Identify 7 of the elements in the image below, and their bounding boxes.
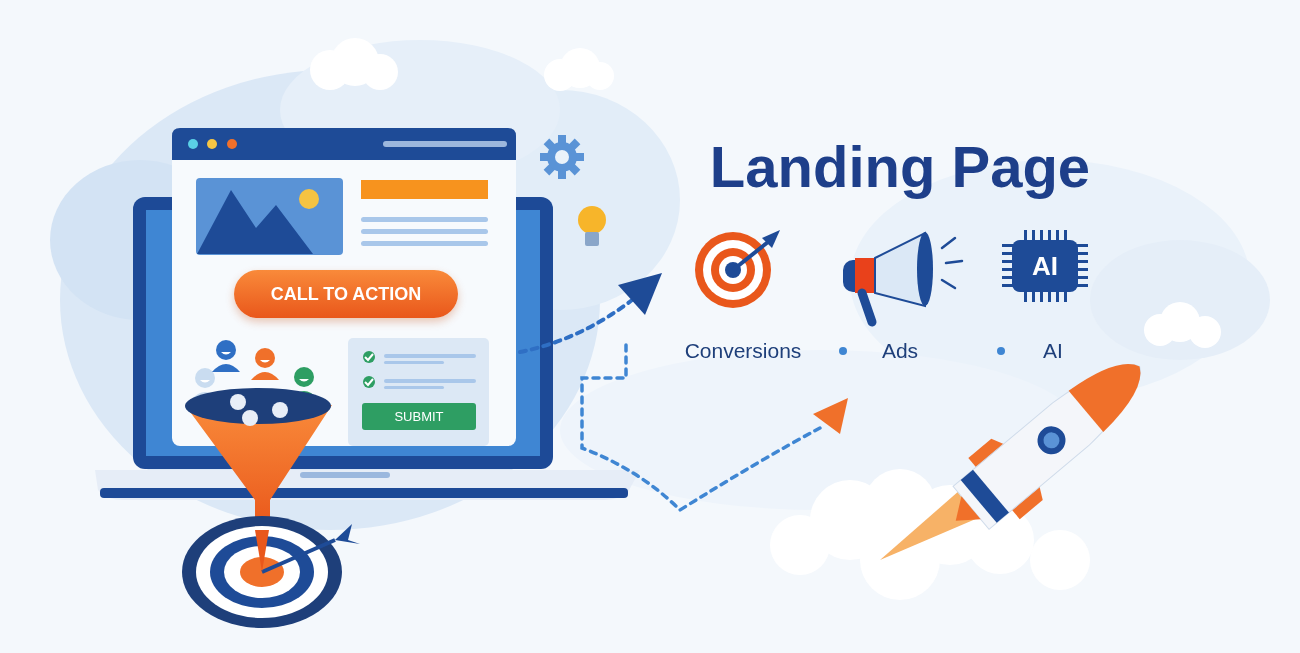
- chip-label: AI: [1031, 249, 1059, 283]
- feature-label: Ads: [880, 338, 920, 364]
- feature-label: Conversions: [683, 338, 803, 364]
- title: Landing Page: [708, 132, 1092, 201]
- feature-label: AI: [1042, 338, 1064, 364]
- submit-button: SUBMIT: [362, 403, 476, 430]
- call-to-action-button: CALL TO ACTION: [234, 270, 458, 318]
